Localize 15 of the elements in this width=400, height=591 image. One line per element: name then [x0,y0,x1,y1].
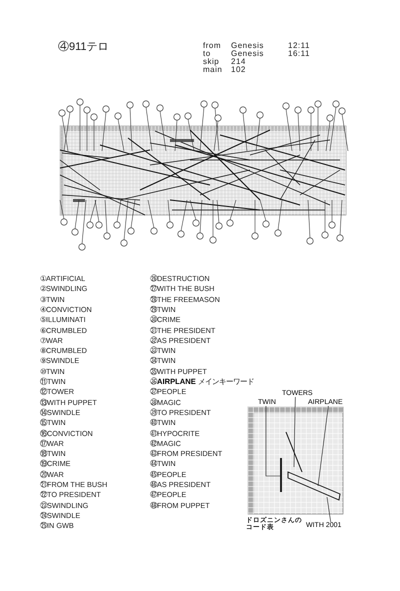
header-text: 16:11 [288,50,310,58]
header-text: from [203,42,221,50]
leader-line [294,396,296,468]
leader-line [318,406,329,486]
header-text: 102 [231,66,246,74]
header-text: 12:11 [288,42,310,50]
header-text: Genesis [231,50,264,58]
header-text: main [203,66,222,74]
header-text: skip [203,58,220,66]
leader-line [266,406,280,476]
header-text: 214 [231,58,246,66]
title: ④911テロ [58,42,109,53]
header-text: to [203,50,211,58]
leader-line [326,496,331,522]
header-text: Genesis [231,42,264,50]
